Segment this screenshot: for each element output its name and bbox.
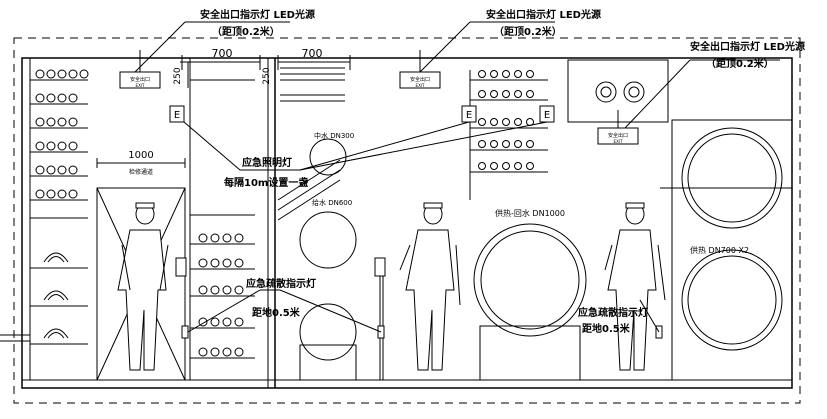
exit-label-b-line1: 安全出口指示灯 LED光源 — [486, 8, 601, 21]
dim-span-note: 检修通道 — [129, 168, 153, 176]
middle-cable-rack — [189, 58, 255, 380]
exit-sign-sub: EXIT — [416, 83, 425, 88]
emergency-light-fixture: E — [461, 105, 477, 123]
exit-label-a-line1: 安全出口指示灯 LED光源 — [200, 8, 315, 21]
e-marker: E — [544, 110, 550, 121]
large-cable-tray — [30, 252, 88, 269]
exit-sign-fixture: 安全出口 EXIT — [119, 50, 161, 89]
exit-label-c-line1: 安全出口指示灯 LED光源 — [690, 40, 805, 53]
exit-sign-sub: EXIT — [614, 139, 623, 144]
emergency-light-label-line2: 每隔10m设置一盏 — [224, 176, 308, 189]
e-marker: E — [466, 110, 472, 121]
pipe-gongre-label: 供热 DN700 X2 — [690, 245, 749, 255]
diagonal-tray — [277, 159, 341, 221]
left-cable-rack — [0, 58, 89, 380]
pipe-jishui-label: 给水 DN600 — [312, 198, 352, 207]
exit-sign-text: 安全出口 — [130, 76, 150, 83]
pipe-gongre-hui-label: 供热-回水 DN1000 — [495, 208, 565, 218]
dim-700-b: 700 — [302, 47, 323, 60]
pipe-gongre-hui — [473, 223, 587, 381]
exit-label-b-line2: （距顶0.2米） — [494, 25, 562, 38]
exit-sign-fixture: 安全出口 EXIT — [399, 50, 441, 89]
exit-sign-sub: EXIT — [136, 83, 145, 88]
exit-label-c-line2: （距顶0.2米） — [706, 57, 774, 70]
worker-figure — [399, 202, 461, 371]
dim-700-a: 700 — [212, 47, 233, 60]
large-cable-tray — [30, 290, 88, 307]
rack-row — [30, 117, 88, 129]
rack-row — [30, 141, 88, 153]
exit-sign-text: 安全出口 — [410, 76, 430, 83]
large-cable-tray — [30, 328, 88, 345]
evac-label-right-line1: 应急疏散指示灯 — [578, 306, 648, 319]
dim-250-a: 250 — [173, 67, 183, 84]
evac-label-left-line1: 应急疏散指示灯 — [246, 277, 316, 290]
pipe-zhongshui-label: 中水 DN300 — [314, 131, 354, 140]
evac-label-left-line2: 距地0.5米 — [252, 306, 301, 319]
exit-sign-text: 安全出口 — [608, 132, 628, 139]
e-marker: E — [174, 110, 180, 121]
worker-figure — [604, 202, 666, 371]
rack-row — [30, 189, 88, 201]
rack-row — [30, 165, 88, 177]
emergency-light-fixture: E — [539, 105, 555, 123]
worker-figure — [117, 202, 169, 371]
exit-label-a-line2: （距顶0.2米） — [212, 25, 280, 38]
rack-row — [30, 69, 89, 81]
emergency-light-fixture: E — [169, 105, 185, 123]
emergency-light-label-line1: 应急照明灯 — [242, 156, 292, 169]
pipe-jishui — [299, 211, 357, 381]
dim-250-b: 250 — [262, 67, 272, 84]
evac-label-right-line2: 距地0.5米 — [582, 322, 631, 335]
pipe-zhongshui — [309, 138, 347, 176]
leader-lines — [134, 21, 780, 333]
exit-sign-fixture: 安全出口 EXIT — [597, 110, 639, 145]
rack-row — [30, 93, 88, 105]
dim-marks — [180, 55, 351, 102]
pipe-gongre — [671, 119, 793, 381]
dim-1000: 1000 — [128, 150, 153, 161]
